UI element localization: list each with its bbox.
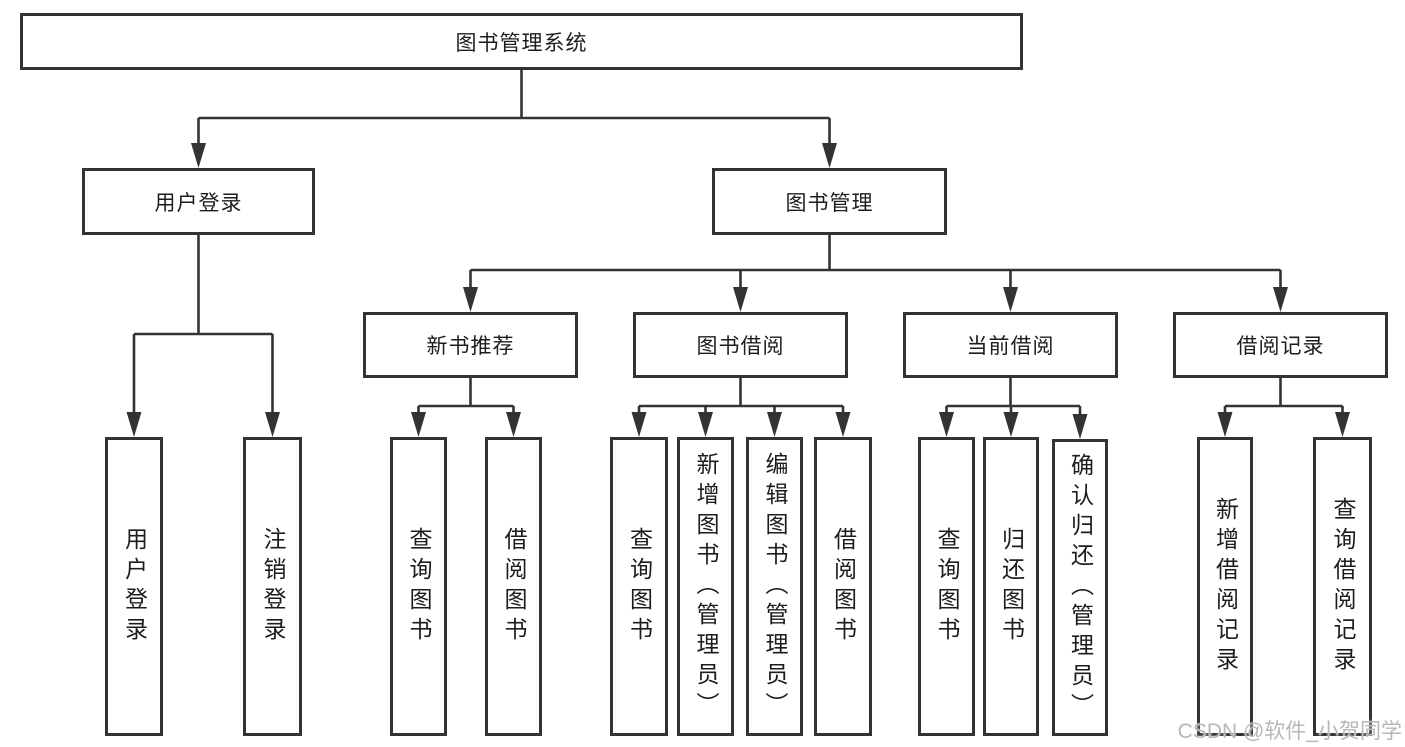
node-label-leaf-edit-books-admin: 编辑图书（管理员） [762,451,788,722]
node-book-borrow: 图书借阅 [633,312,848,378]
arrow-down-icon [939,412,954,437]
node-leaf-return-books: 归还图书 [983,437,1039,736]
node-label-current-borrow: 当前借阅 [966,335,1055,358]
arrow-down-icon [191,143,206,168]
node-label-borrow-records: 借阅记录 [1236,335,1325,358]
arrow-down-icon [698,412,713,437]
node-label-new-book-recommend: 新书推荐 [426,335,515,358]
arrow-down-icon [265,412,280,437]
node-leaf-query-books-current: 查询图书 [918,437,975,736]
arrow-down-icon [1003,412,1019,437]
node-leaf-query-borrow-record: 查询借阅记录 [1313,437,1372,736]
node-label-leaf-query-books-rec: 查询图书 [406,526,432,647]
arrow-down-icon [411,412,426,437]
node-new-book-recommend: 新书推荐 [363,312,578,378]
node-root: 图书管理系统 [20,13,1023,70]
arrow-down-icon [631,412,647,437]
node-current-borrow: 当前借阅 [903,312,1118,378]
node-leaf-borrow-books-rec: 借阅图书 [485,437,542,736]
node-label-book-borrow: 图书借阅 [696,335,785,358]
node-leaf-query-books-borrow: 查询图书 [610,437,668,736]
node-label-leaf-logout: 注销登录 [260,526,286,647]
node-leaf-logout: 注销登录 [243,437,302,736]
node-label-leaf-user-login: 用户登录 [121,526,148,647]
arrow-down-icon [126,412,142,437]
arrow-down-icon [733,287,748,312]
arrow-down-icon [1003,287,1018,312]
node-leaf-borrow-books-borrow: 借阅图书 [814,437,872,736]
node-label-leaf-query-borrow-record: 查询借阅记录 [1330,496,1356,677]
node-leaf-edit-books-admin: 编辑图书（管理员） [746,437,803,736]
arrow-down-icon [1217,412,1233,437]
arrow-down-icon [463,287,478,312]
node-leaf-confirm-return: 确认归还（管理员） [1052,439,1108,736]
node-user-login-group: 用户登录 [82,168,315,235]
node-label-user-login-group: 用户登录 [154,191,243,215]
node-label-leaf-query-books-borrow: 查询图书 [626,526,653,647]
arrow-down-icon [1072,414,1088,439]
node-leaf-query-books-rec: 查询图书 [390,437,447,736]
node-label-leaf-borrow-books-borrow: 借阅图书 [830,526,857,647]
node-book-management: 图书管理 [712,168,947,235]
node-borrow-records: 借阅记录 [1173,312,1388,378]
node-leaf-add-borrow-record: 新增借阅记录 [1197,437,1253,736]
arrow-down-icon [767,412,782,437]
node-label-leaf-add-borrow-record: 新增借阅记录 [1212,496,1239,677]
node-label-book-management: 图书管理 [785,191,874,215]
arrow-down-icon [822,143,837,168]
node-label-leaf-confirm-return: 确认归还（管理员） [1067,452,1094,723]
arrow-down-icon [835,412,851,437]
arrow-down-icon [1273,287,1288,312]
csdn-watermark: CSDN @软件_小贺同学 [1177,720,1402,743]
node-label-leaf-return-books: 归还图书 [998,526,1025,647]
node-label-leaf-add-books-admin: 新增图书（管理员） [693,451,719,722]
node-leaf-user-login: 用户登录 [105,437,163,736]
arrow-down-icon [506,412,521,437]
node-label-leaf-query-books-current: 查询图书 [934,526,960,647]
arrow-down-icon [1335,412,1350,437]
node-leaf-add-books-admin: 新增图书（管理员） [677,437,734,736]
node-label-root: 图书管理系统 [455,31,588,55]
node-label-leaf-borrow-books-rec: 借阅图书 [501,526,527,647]
